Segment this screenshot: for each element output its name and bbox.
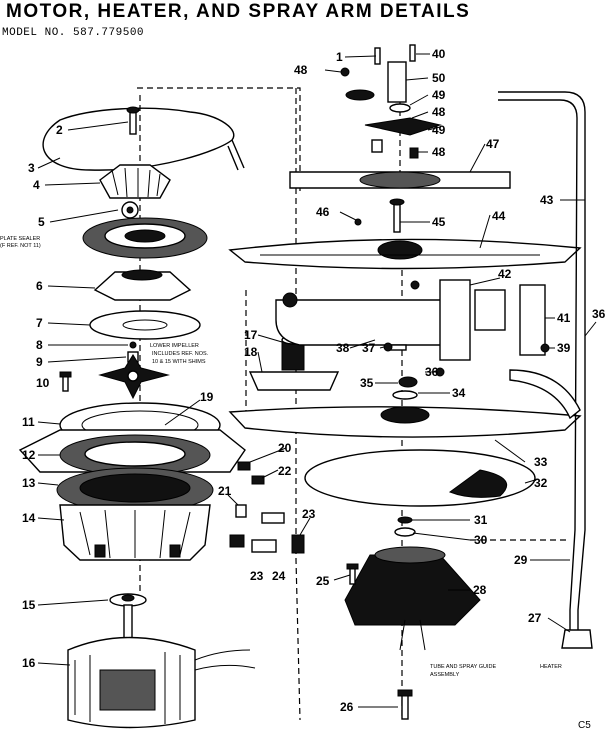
lower-impeller [98, 341, 170, 400]
plate-sealer [82, 217, 208, 259]
model-number: MODEL NO. 587.779500 [2, 27, 145, 39]
callout-42: 42 [498, 267, 512, 281]
pump-housing-assembly [18, 402, 246, 561]
callout-25: 25 [316, 574, 330, 588]
impeller-note-includes: INCLUDES REF. NOS. [152, 351, 209, 357]
part-28-pump-base [344, 546, 481, 651]
callout-47: 47 [486, 137, 500, 151]
screw-part-2 [126, 106, 140, 135]
callout-12: 12 [22, 448, 36, 462]
callout-46: 46 [316, 205, 330, 219]
callout-2: 2 [56, 123, 63, 137]
callout-19: 19 [200, 390, 214, 404]
upper-spray-arm-47 [289, 171, 511, 189]
callout-21: 21 [218, 484, 232, 498]
tube-guide-note: TUBE AND SPRAY GUIDE [430, 664, 496, 670]
callout-1: 1 [336, 50, 343, 64]
callout-36-tube: 36 [592, 307, 606, 321]
spray-arm-bracket [275, 279, 546, 361]
callout-18: 18 [244, 345, 258, 359]
callout-34: 34 [452, 386, 466, 400]
callout-31: 31 [474, 513, 488, 527]
callout-35: 35 [360, 376, 374, 390]
heater-note: HEATER [540, 664, 562, 670]
small-fittings [229, 461, 305, 554]
callout-13: 13 [22, 476, 36, 490]
callout-37: 37 [362, 341, 376, 355]
lower-spray-arm-33 [228, 406, 582, 438]
plate-sealer-note-ref: (F REF. NOT 11) [0, 243, 41, 249]
impeller-note: LOWER IMPELLER [150, 343, 199, 349]
callout-48-lower: 48 [432, 145, 446, 159]
parts-35-36 [392, 367, 445, 400]
part-7-gasket [89, 310, 201, 340]
filter-part-4 [99, 164, 171, 199]
callout-45: 45 [432, 215, 446, 229]
callout-10: 10 [36, 376, 50, 390]
part-45-46-shaft [354, 198, 405, 233]
screw-part-10 [59, 371, 72, 392]
part-6-housing [93, 269, 192, 301]
callout-39: 39 [557, 341, 571, 355]
tube-guide-note-assembly: ASSEMBLY [430, 672, 460, 678]
callout-49-upper: 49 [432, 88, 446, 102]
callout-23-lower: 23 [250, 569, 264, 583]
callout-8: 8 [36, 338, 43, 352]
callout-32: 32 [534, 476, 548, 490]
callout-14: 14 [22, 511, 36, 525]
callout-41: 41 [557, 311, 571, 325]
supply-tube-43-29 [498, 91, 593, 649]
callout-50: 50 [432, 71, 446, 85]
callout-22: 22 [278, 464, 292, 478]
callout-36-fitting: 36 [425, 365, 439, 379]
callout-17: 17 [244, 328, 258, 342]
callout-15: 15 [22, 598, 36, 612]
callout-3: 3 [28, 161, 35, 175]
callout-7: 7 [36, 316, 43, 330]
screws-37-39 [383, 342, 550, 353]
part-15-seal [109, 593, 147, 607]
callout-numbers: 2 3 4 5 6 7 8 9 10 11 12 13 14 15 16 17 … [22, 47, 606, 714]
impeller-note-shims: 10 & 15 WITH SHIMS [152, 359, 206, 365]
callout-43: 43 [540, 193, 554, 207]
middle-spray-arm-44 [228, 238, 582, 270]
callout-6: 6 [36, 279, 43, 293]
part-32-disc [304, 449, 536, 507]
callout-30: 30 [474, 533, 488, 547]
callout-4: 4 [33, 178, 40, 192]
callout-40: 40 [432, 47, 446, 61]
plate-sealer-note: PLATE SEALER [0, 236, 40, 242]
callout-20: 20 [278, 441, 292, 455]
callout-33: 33 [534, 455, 548, 469]
callout-38: 38 [336, 341, 350, 355]
motor-part-16 [67, 604, 256, 729]
page-code: C5 [578, 720, 591, 731]
annotation-notes: PLATE SEALER (F REF. NOT 11) LOWER IMPEL… [0, 236, 562, 678]
page-title: MOTOR, HEATER, AND SPRAY ARM DETAILS [6, 1, 471, 22]
screws-25-26 [346, 563, 413, 720]
callout-16: 16 [22, 656, 36, 670]
callout-48-left: 48 [294, 63, 308, 77]
callout-11: 11 [22, 415, 35, 429]
callout-26: 26 [340, 700, 354, 714]
heater-element [42, 107, 245, 171]
callout-27: 27 [528, 611, 542, 625]
callout-23-upper: 23 [302, 507, 316, 521]
callout-9: 9 [36, 355, 43, 369]
callout-5: 5 [38, 215, 45, 229]
callout-28: 28 [473, 583, 487, 597]
callout-49-lower: 49 [432, 123, 446, 137]
callout-24: 24 [272, 569, 286, 583]
callout-48-right: 48 [432, 105, 446, 119]
callout-29: 29 [514, 553, 528, 567]
leader-lines [37, 53, 597, 708]
upper-hub-assembly [340, 44, 442, 159]
gear-part-5 [121, 201, 139, 219]
callout-44: 44 [492, 209, 506, 223]
